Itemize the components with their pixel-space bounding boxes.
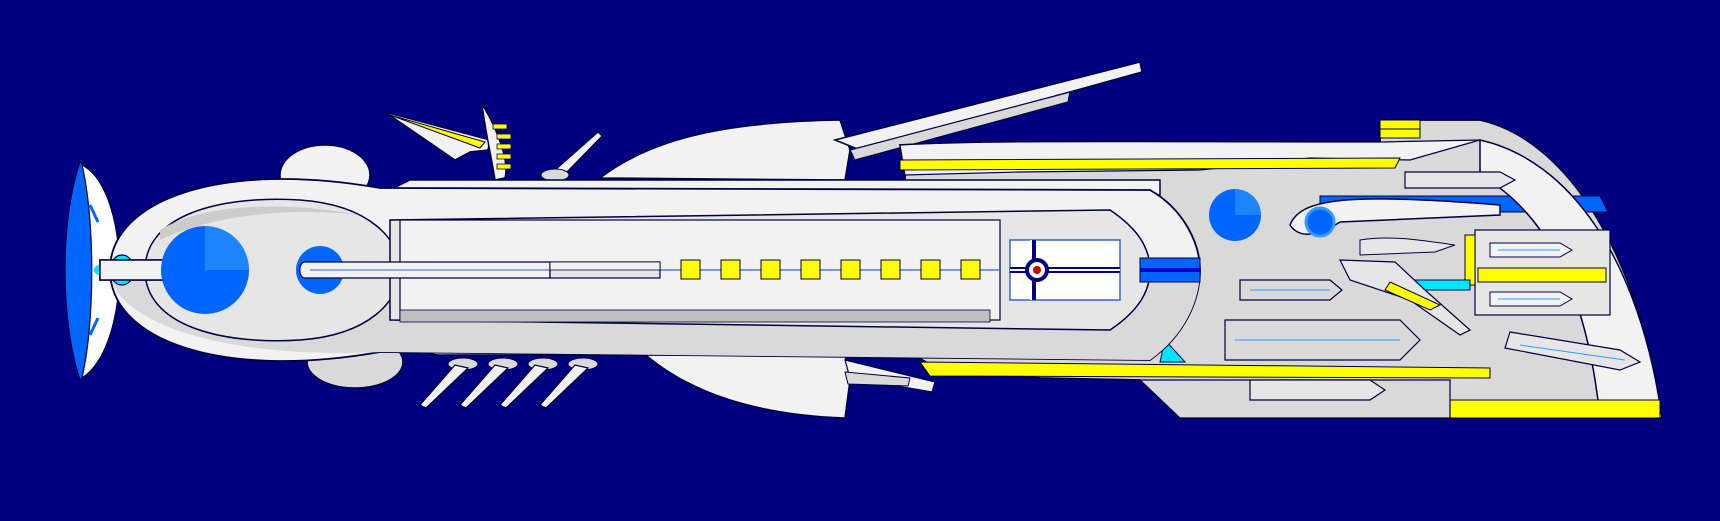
engine-pod-1 [1404, 171, 1517, 189]
weapon-bay [1399, 229, 1611, 316]
engine-pod-4 [1249, 379, 1387, 401]
nose-cannon [94, 254, 181, 286]
rear-sensor [1289, 198, 1501, 336]
engine-pods [1224, 171, 1642, 401]
porthole [840, 259, 861, 280]
porthole [800, 259, 821, 280]
lower-spike-1 [419, 357, 479, 409]
upper-wing [597, 61, 1143, 181]
lower-spike-4 [539, 357, 599, 409]
lower-spike-3 [499, 357, 559, 409]
porthole [960, 259, 981, 280]
porthole-row [680, 259, 981, 280]
porthole [760, 259, 781, 280]
engine-pod-2 [1239, 279, 1343, 301]
lower-wing [637, 349, 936, 419]
porthole [920, 259, 941, 280]
engine-pod-3 [1224, 319, 1421, 361]
forward-rod [299, 261, 661, 279]
porthole [680, 259, 701, 280]
naval-ensign-icon [1009, 239, 1121, 301]
porthole [880, 259, 901, 280]
lower-spikes [419, 357, 599, 409]
porthole [720, 259, 741, 280]
upper-spikes [384, 103, 603, 182]
lower-spike-2 [459, 357, 519, 409]
launcher-tube-1 [1489, 242, 1573, 258]
engine-pod-5 [1504, 331, 1642, 371]
launcher-tube-2 [1489, 291, 1573, 307]
